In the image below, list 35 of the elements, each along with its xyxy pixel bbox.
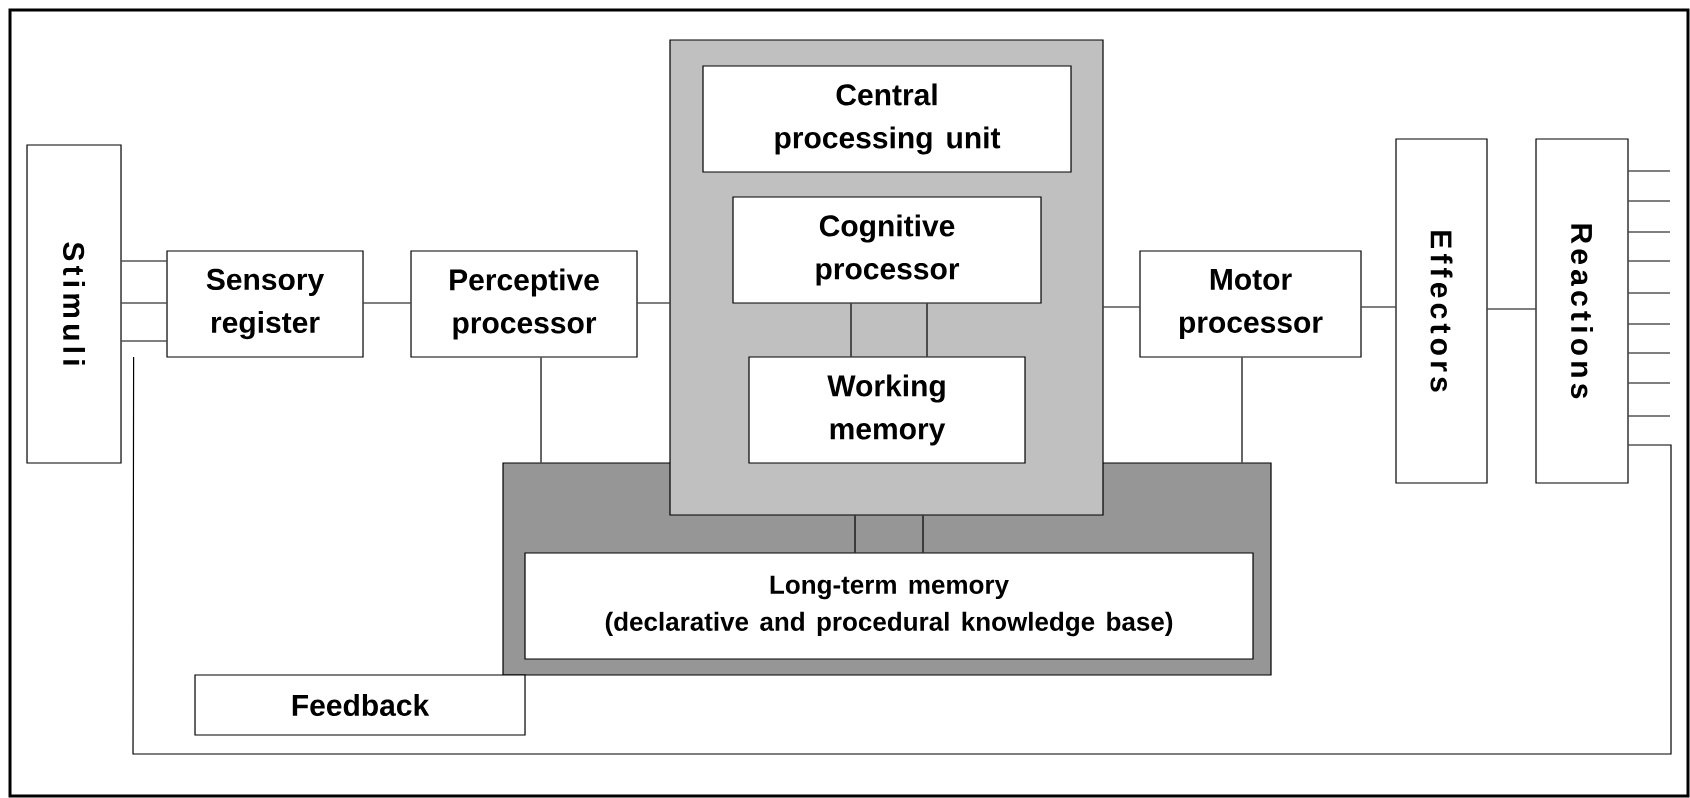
connector-line	[132, 356, 1672, 755]
connector-line	[637, 302, 670, 304]
connector-line	[1628, 231, 1671, 233]
connector-line	[1361, 306, 1396, 308]
connector-line	[363, 302, 411, 304]
connector-line	[1628, 260, 1671, 262]
connector-line	[1628, 415, 1671, 417]
process-box: Cognitive processor	[732, 196, 1042, 304]
connector-line	[926, 303, 928, 357]
connector-line	[121, 260, 167, 262]
connector-line	[1103, 306, 1140, 308]
connector-line	[1628, 352, 1671, 354]
connector-line	[121, 302, 167, 304]
memory-box: Long-term memory (declarative and procedural knowledge base)	[524, 552, 1254, 660]
connector-line	[854, 515, 856, 553]
connector-line	[1628, 200, 1671, 202]
feedback-box: Feedback	[194, 674, 526, 736]
connector-line	[121, 340, 167, 342]
process-box: Perceptive processor	[410, 250, 638, 358]
connector-line	[1628, 323, 1671, 325]
process-box: Central processing unit	[702, 65, 1072, 173]
process-box: Sensory register	[166, 250, 364, 358]
effectors-box: Effectors	[1395, 138, 1488, 484]
connector-line	[850, 303, 852, 357]
stimuli-box: Stimuli	[26, 144, 122, 464]
process-box: Motor processor	[1139, 250, 1362, 358]
connector-line	[1628, 292, 1671, 294]
reactions-box: Reactions	[1535, 138, 1629, 484]
memory-box: Working memory	[748, 356, 1026, 464]
connector-line	[1628, 170, 1671, 172]
connector-line	[922, 515, 924, 553]
connector-line	[1487, 308, 1536, 310]
connector-line	[1241, 357, 1243, 463]
connector-line	[1628, 382, 1671, 384]
connector-line	[540, 357, 542, 463]
